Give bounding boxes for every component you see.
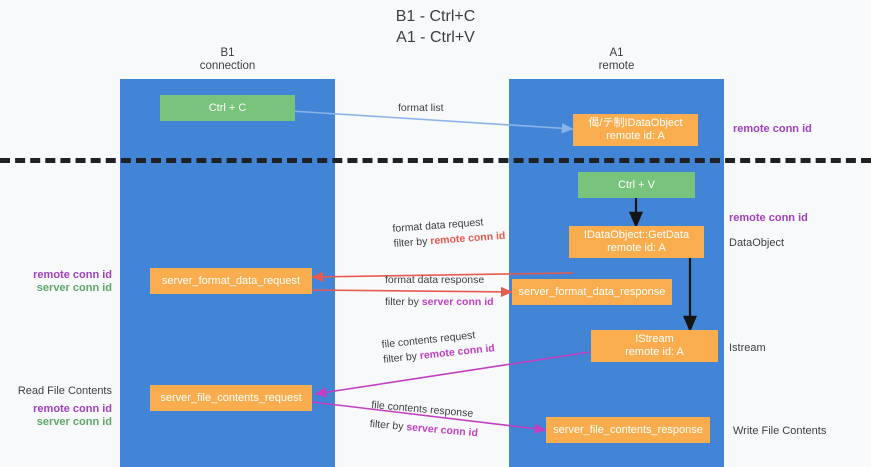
node-idataobject-getdata[interactable]: IDataObject::GetData remote id: A (569, 226, 704, 258)
column-header-a1: A1 remote (598, 47, 635, 72)
column-header-b1: B1 connection (199, 47, 256, 72)
node-ctrl-c[interactable]: Ctrl + C (160, 95, 295, 121)
edge-label-format-data-response: format data response filter by server co… (385, 273, 494, 310)
annotation-right-istream: Istream (729, 342, 766, 354)
edge-label-format-data-request: format data request filter by remote con… (392, 214, 506, 252)
diagram-title: B1 - Ctrl+C A1 - Ctrl+V (395, 8, 476, 46)
node-istream[interactable]: IStream remote id: A (591, 330, 718, 362)
annotation-left-remote-conn-id: remote conn id (33, 269, 112, 281)
edge-label-format-data-response-line1: format data response (385, 274, 485, 286)
section-divider (0, 158, 871, 163)
annotation-left-read-file-contents: Read File Contents (17, 385, 112, 397)
node-server-file-contents-response[interactable]: server_file_contents_response (546, 417, 710, 443)
annotation-right-dataobject: DataObject (729, 237, 785, 249)
annotation-left-server-conn-id-2: server conn id (36, 416, 112, 428)
node-ctrl-v[interactable]: Ctrl + V (578, 172, 695, 198)
edge-label-file-contents-response: file contents response filter by server … (369, 398, 480, 441)
node-server-format-data-response[interactable]: server_format_data_response (512, 279, 672, 305)
annotation-left-remote-conn-id-2: remote conn id (33, 403, 112, 415)
edge-label-file-contents-request: file contents request filter by remote c… (381, 326, 496, 368)
edge-label-format-data-response-line2: filter by server conn id (385, 296, 494, 308)
edge-label-format-list: format list (398, 102, 444, 114)
annotation-right-write-file-contents: Write File Contents (733, 425, 827, 437)
node-server-format-data-request[interactable]: server_format_data_request (150, 268, 312, 294)
annotation-left-server-conn-id: server conn id (36, 282, 112, 294)
node-idataobject[interactable]: 偈/テ制IDataObject remote id: A (573, 114, 698, 146)
annotation-right-remote-conn-id-mid: remote conn id (729, 212, 808, 224)
node-server-file-contents-request[interactable]: server_file_contents_request (150, 385, 312, 411)
annotation-right-remote-conn-id-top: remote conn id (733, 123, 812, 135)
